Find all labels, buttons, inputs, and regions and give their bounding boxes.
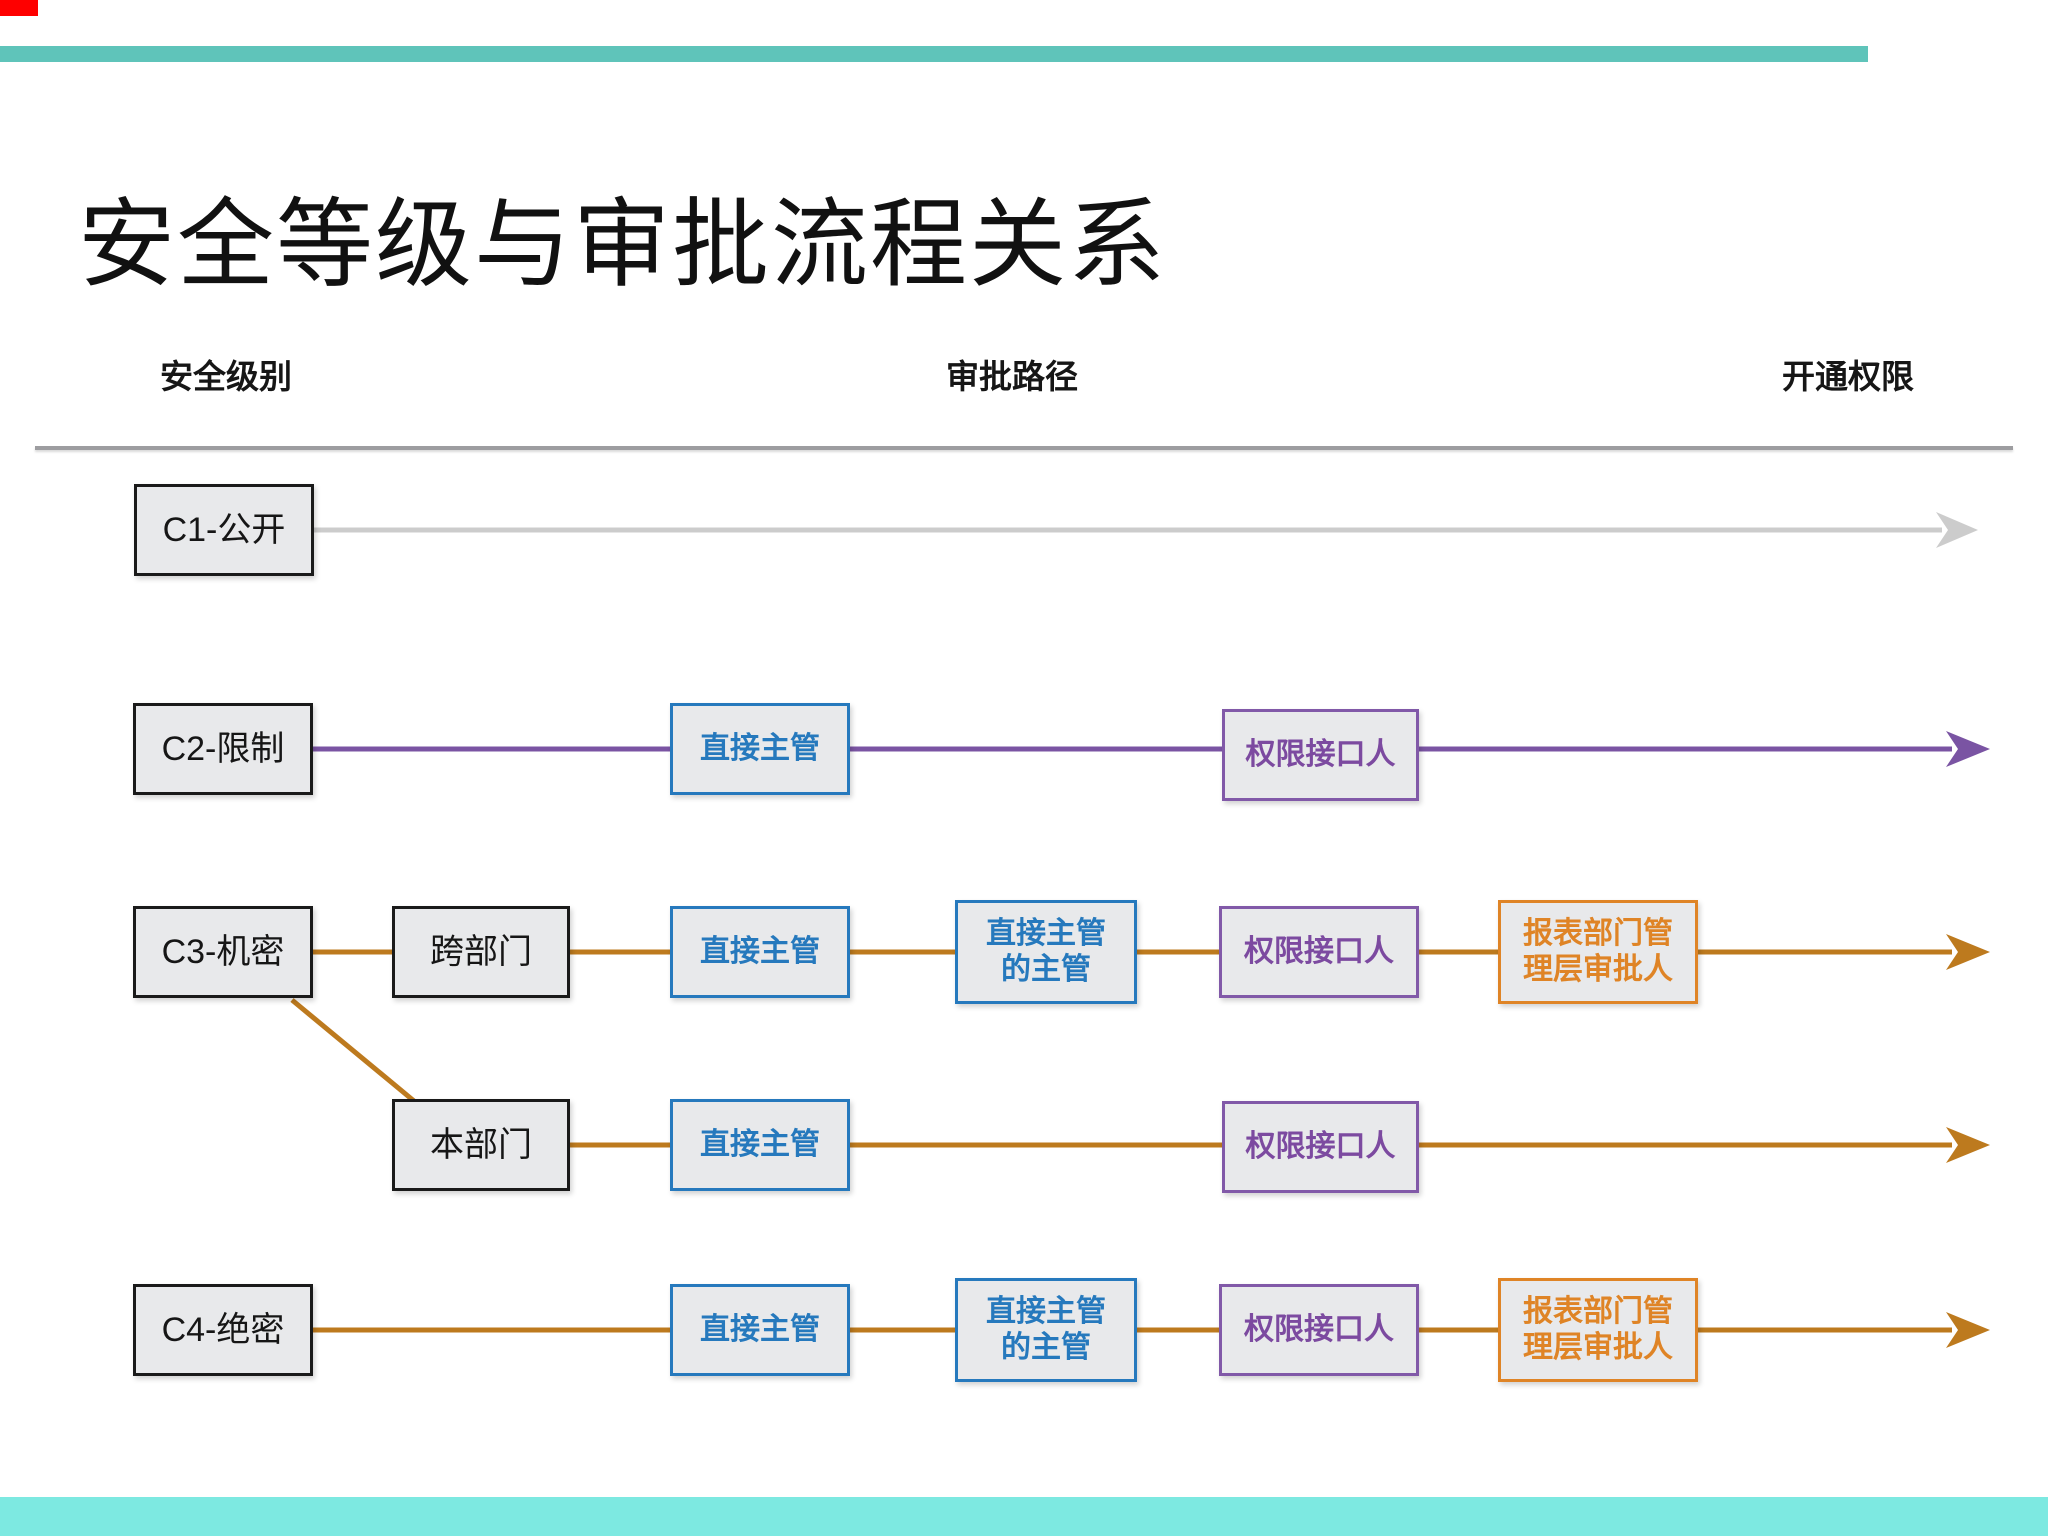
c4-approver-direct-supervisor: 直接主管 [670,1284,850,1376]
approver-label: 报表部门管 理层审批人 [1523,1295,1673,1364]
c3-scope-cross-department: 跨部门 [392,906,570,998]
bottom-accent-bar [0,1497,2048,1536]
c3-cross-approver-direct-supervisor: 直接主管 [670,906,850,998]
c4-approver-report-dept-management: 报表部门管 理层审批人 [1498,1278,1698,1382]
approver-label: 权限接口人 [1244,935,1394,968]
column-header-security-level: 安全级别 [160,358,292,395]
c3-cross-arrowhead [1946,934,1990,970]
page-title: 安全等级与审批流程关系 [78,189,1167,299]
approver-label: 权限接口人 [1245,738,1396,771]
c3-scope-own-department: 本部门 [392,1099,570,1191]
level-box-c3-label: C3-机密 [161,932,285,971]
c3-branch-diagonal-line [290,998,416,1103]
top-accent-bar [0,46,1868,62]
c3-cross-approver-report-dept-management: 报表部门管 理层审批人 [1498,900,1698,1004]
column-header-grant-permission: 开通权限 [1782,358,1914,395]
approver-label: 直接主管 [700,1313,820,1346]
level-box-c2-label: C2-限制 [161,729,285,768]
approver-label: 直接主管 的主管 [986,1295,1106,1364]
level-box-c4-label: C4-绝密 [161,1310,285,1349]
header-divider [35,446,2013,450]
approver-label: 报表部门管 理层审批人 [1523,917,1673,986]
level-box-c2: C2-限制 [133,703,313,795]
c3-own-arrowhead [1946,1127,1990,1163]
level-box-c1-label: C1-公开 [162,510,286,549]
c1-arrowhead [1936,512,1978,548]
red-corner-mark [0,0,38,16]
c4-approver-permission-contact: 权限接口人 [1219,1284,1419,1376]
level-box-c4: C4-绝密 [133,1284,313,1376]
c3-cross-approver-permission-contact: 权限接口人 [1219,906,1419,998]
scope-label: 跨部门 [430,932,532,971]
approver-label: 直接主管 [700,732,820,765]
approver-label: 直接主管 [700,935,820,968]
c2-approver-direct-supervisor: 直接主管 [670,703,850,795]
approver-label: 权限接口人 [1244,1313,1394,1346]
level-box-c1: C1-公开 [134,484,314,576]
approver-label: 权限接口人 [1245,1130,1396,1163]
c2-approver-permission-contact: 权限接口人 [1222,709,1419,801]
scope-label: 本部门 [430,1125,532,1164]
c2-arrowhead [1946,731,1990,767]
column-header-approval-path: 审批路径 [946,358,1078,395]
level-box-c3: C3-机密 [133,906,313,998]
c3-own-approver-direct-supervisor: 直接主管 [670,1099,850,1191]
c4-approver-supervisors-supervisor: 直接主管 的主管 [955,1278,1137,1382]
approver-label: 直接主管 的主管 [986,917,1106,986]
c4-arrowhead [1946,1312,1990,1348]
c3-own-approver-permission-contact: 权限接口人 [1222,1101,1419,1193]
c3-cross-approver-supervisors-supervisor: 直接主管 的主管 [955,900,1137,1004]
approver-label: 直接主管 [700,1128,820,1161]
